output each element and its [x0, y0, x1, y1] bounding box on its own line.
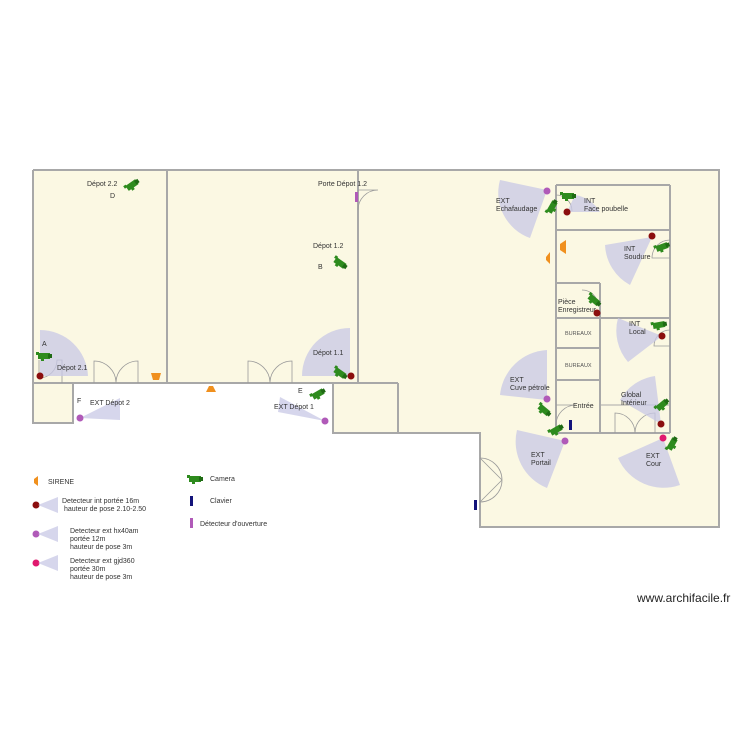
cone-ext-depot-2 — [80, 398, 120, 420]
detector-ext-hx40-icon — [543, 395, 551, 403]
marker-a: A — [42, 341, 47, 348]
legend-cone-icon — [38, 497, 58, 513]
legend-cone-icon — [38, 555, 58, 571]
detector-ext-hx40-icon — [76, 414, 84, 422]
legend-cone-icon — [38, 526, 58, 542]
room-label-depot-1-1: Dépot 1.1 — [313, 350, 343, 357]
room-label-porte-depot-1-2: Porte Dépot 1.2 — [318, 181, 367, 188]
legend: SIRENE Camera Clavier Détecteur d'ouvert… — [32, 475, 267, 581]
detectors — [36, 187, 667, 445]
keypads — [474, 420, 572, 510]
marker-e: E — [298, 388, 303, 395]
room-labels: Dépot 2.2 D Porte Dépot 1.2 Dépot 1.2 B … — [42, 181, 662, 468]
cone-cuve-petrole — [500, 350, 547, 400]
room-label-depot-2-1: Dépot 2.1 — [57, 365, 87, 372]
zone-label-ext-depot-2: EXT Dépot 2 — [90, 400, 130, 407]
sirene-icon — [546, 252, 550, 264]
sirens — [151, 240, 566, 392]
door-global-1 — [614, 412, 636, 434]
door-depot-2-2 — [93, 360, 139, 384]
legend-clavier-label: Clavier — [210, 498, 232, 505]
room-label-bureaux-1: BUREAUX — [565, 331, 592, 337]
detector-ext-hx40-icon — [561, 437, 569, 445]
cone-cour — [618, 438, 680, 488]
sirene-icon — [151, 373, 161, 380]
cone-soudure — [605, 237, 652, 285]
detector-int-icon — [36, 372, 44, 380]
room-label-entree: Entrée — [573, 403, 594, 410]
detector-int-icon — [563, 208, 571, 216]
cone-echafaudage — [498, 180, 547, 238]
legend-camera-icon — [187, 475, 203, 484]
legend-clavier-icon — [190, 496, 193, 506]
legend-opening-detector-icon — [190, 518, 193, 528]
legend-detector-ext-gjd-icon — [32, 559, 40, 567]
room-label-depot-1-2: Dépot 1.2 — [313, 243, 343, 250]
legend-detector-int-label: Detecteur int portée 16m hauteur de pose… — [62, 498, 146, 513]
legend-camera-label: Camera — [210, 476, 235, 483]
floor-areas — [33, 170, 719, 527]
detector-int-icon — [648, 232, 656, 240]
marker-f: F — [77, 398, 81, 405]
detector-ext-gjd-icon — [659, 434, 667, 442]
detector-ext-hx40-icon — [321, 417, 329, 425]
detector-int-icon — [657, 420, 665, 428]
opening-detector-icon — [355, 192, 358, 202]
cone-ext-depot-1 — [278, 397, 325, 421]
door-depot-1-2 — [357, 189, 379, 211]
cone-portail — [515, 430, 565, 488]
marker-d: D — [110, 193, 115, 200]
walls — [32, 169, 720, 528]
cone-global — [620, 376, 661, 424]
room-label-depot-2-2: Dépot 2.2 — [87, 181, 117, 188]
marker-b: B — [318, 264, 323, 271]
detector-int-icon — [347, 372, 355, 380]
cone-depot-1-1 — [302, 328, 350, 376]
legend-sirene-label: SIRENE — [48, 479, 74, 486]
watermark: www.archifacile.fr — [636, 591, 730, 605]
cone-local — [616, 318, 662, 362]
zone-label-ext-depot-1: EXT Dépot 1 — [274, 404, 314, 411]
detector-ext-hx40-icon — [543, 187, 551, 195]
door-portail — [479, 457, 503, 503]
door-depot-1-1 — [247, 360, 293, 384]
clavier-icon — [569, 420, 572, 430]
room-label-bureaux-2: BUREAUX — [565, 363, 592, 369]
sirene-icon — [206, 386, 216, 392]
door-entree — [555, 404, 577, 426]
cone-depot-2-1 — [40, 329, 88, 376]
opening-detectors — [355, 192, 358, 202]
clavier-icon — [474, 500, 477, 510]
legend-detector-ext-hx40-icon — [32, 530, 40, 538]
sirene-icon — [560, 240, 566, 254]
legend-sirene-icon — [34, 476, 38, 486]
legend-opening-detector-label: Détecteur d'ouverture — [200, 521, 267, 528]
detector-int-icon — [593, 309, 601, 317]
legend-detector-int-icon — [32, 501, 40, 509]
camera-icon — [309, 386, 328, 403]
detector-int-icon — [658, 332, 666, 340]
detection-cones — [40, 180, 680, 488]
cone-face-poubelle — [567, 195, 600, 212]
